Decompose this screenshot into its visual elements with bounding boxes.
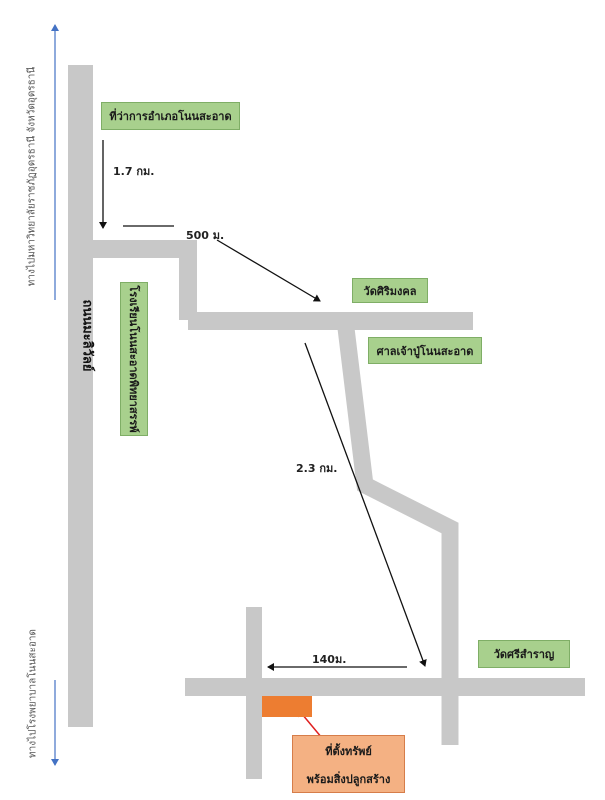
cross-road-south (185, 678, 585, 696)
wat-sisaran-label: วัดศรีสำราญ (478, 640, 570, 668)
distance-140m: 140ม. (312, 653, 347, 666)
north-direction-label: ทางไปมหาวิทยาลัยราชภัฏอุดรธานี จังหวัดอุ… (26, 66, 38, 287)
cross-road-north (188, 312, 473, 330)
local-road-west (246, 607, 262, 779)
arrow-500m (216, 239, 321, 302)
property-label-line1: ที่ตั้งทรัพย์ (325, 745, 372, 758)
school-label: โรงเรียนโนนสะอาดพิทยาสรรพ์ (120, 282, 148, 436)
shrine-road (336, 318, 459, 745)
main-highway-road (68, 65, 93, 727)
arrow-2-3km (304, 342, 427, 667)
distance-1-7km: 1.7 กม. (113, 165, 155, 178)
district-office-label: ที่ว่าการอำเภอโนนสะอาด (101, 102, 240, 130)
connector-road (93, 240, 188, 258)
shrine-label: ศาลเจ้าปู่โนนสะอาด (368, 337, 482, 364)
main-highway-label: ถนนมะลิวัลย์ (79, 299, 95, 372)
property-label-line2: พร้อมสิ่งปลูกสร้าง (306, 773, 391, 786)
distance-500m: 500 ม. (186, 229, 225, 242)
distance-2-3km: 2.3 กม. (296, 462, 338, 475)
south-direction-label: ทางไปโรงพยาบาลโนนสะอาด (27, 629, 39, 758)
wat-sirimongkol-label: วัดศิริมงคล (352, 278, 428, 303)
property-location-marker (262, 696, 312, 717)
property-label-box: ที่ตั้งทรัพย์ พร้อมสิ่งปลูกสร้าง (292, 735, 405, 793)
